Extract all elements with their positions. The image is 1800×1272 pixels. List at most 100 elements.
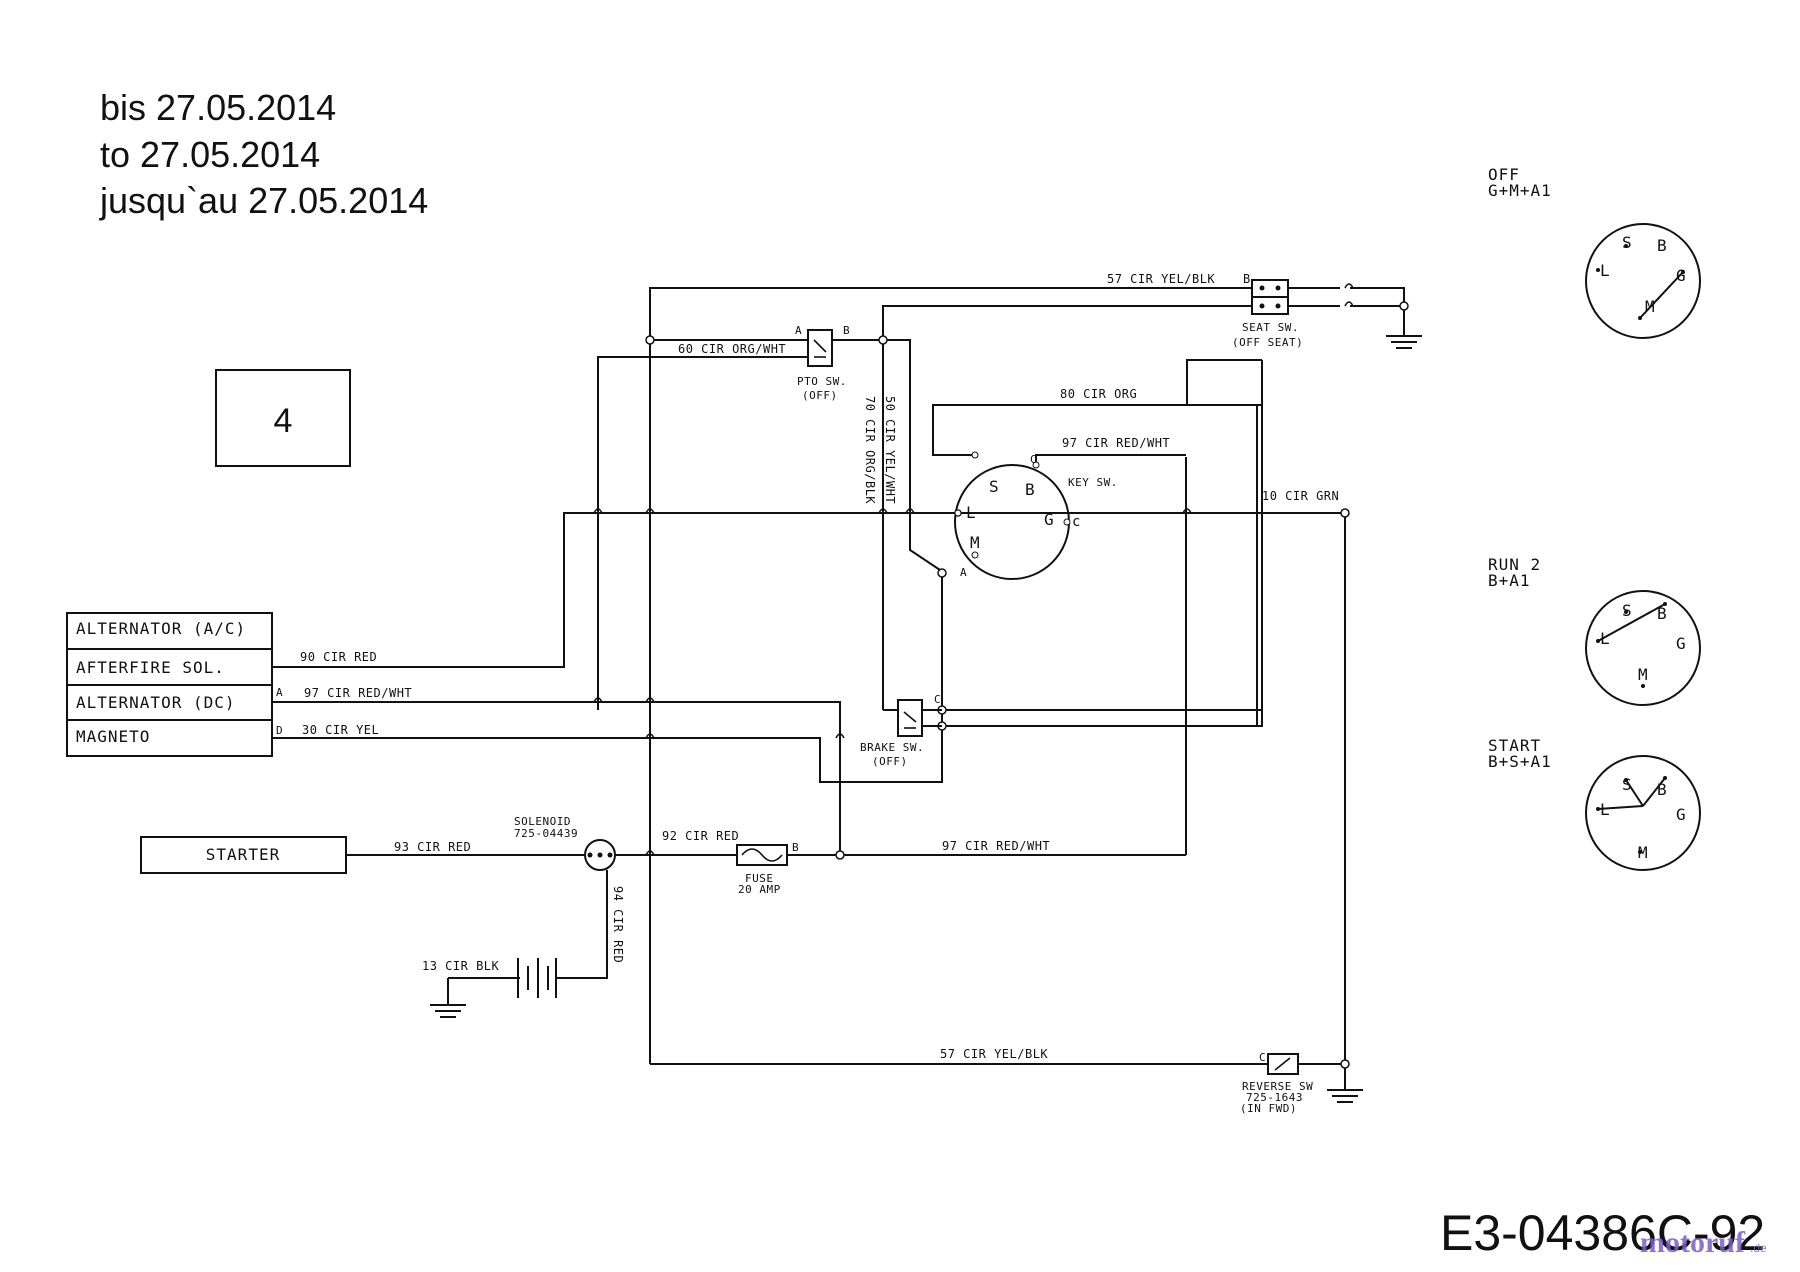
term-fuse-b: B xyxy=(792,841,799,854)
svg-text:B: B xyxy=(1657,604,1667,623)
key-position-run xyxy=(1585,590,1701,706)
fuse-symbol xyxy=(736,844,788,866)
key-term-s: S xyxy=(989,477,999,496)
key-pos-off-combo: G+M+A1 xyxy=(1488,181,1552,200)
wire-network xyxy=(272,287,1405,1090)
drawing-code: E3-04386C-92 xyxy=(1440,1205,1765,1261)
key-position-off xyxy=(1585,223,1701,339)
svg-text:M: M xyxy=(1638,843,1648,862)
wire-30-label: 30 CIR YEL xyxy=(302,723,379,737)
key-position-start xyxy=(1585,755,1701,871)
alternator-ac-label: ALTERNATOR (A/C) xyxy=(76,619,246,638)
key-circle-letters-run: S B L G M xyxy=(1600,601,1686,684)
reference-box xyxy=(215,369,351,467)
wire-92-label: 92 CIR RED xyxy=(662,829,739,843)
svg-text:S: S xyxy=(1622,233,1632,252)
term-mag-d: D xyxy=(276,724,283,737)
svg-text:S: S xyxy=(1622,601,1632,620)
ground-symbols xyxy=(430,335,1422,1103)
svg-text:S: S xyxy=(1622,775,1632,794)
wire-97-bottom-label: 97 CIR RED/WHT xyxy=(942,839,1050,853)
solenoid-symbol xyxy=(584,839,616,871)
key-term-m: M xyxy=(970,533,980,552)
key-pos-run-combo: B+A1 xyxy=(1488,571,1531,590)
reverse-switch-label-2: 725-1643 xyxy=(1246,1091,1303,1104)
svg-text:motoruf: motoruf xyxy=(1640,1226,1746,1259)
reverse-switch-label-3: (IN FWD) xyxy=(1240,1102,1297,1115)
term-alt-a: A xyxy=(276,686,283,699)
date-line-fr: jusqu`au 27.05.2014 xyxy=(99,180,428,221)
wire-57-bottom-label: 57 CIR YEL/BLK xyxy=(940,1047,1048,1061)
key-pos-start-combo: B+S+A1 xyxy=(1488,752,1552,771)
svg-text:L: L xyxy=(1600,629,1610,648)
wire-97-alt-label: 97 CIR RED/WHT xyxy=(304,686,412,700)
magneto-label: MAGNETO xyxy=(76,727,150,746)
key-term-l: L xyxy=(966,503,976,522)
date-line-en: to 27.05.2014 xyxy=(100,134,320,175)
term-key-c-upper: C xyxy=(1030,453,1037,466)
watermark-logo: motoruf .de xyxy=(1640,1226,1767,1259)
svg-text:B: B xyxy=(1657,780,1667,799)
svg-text:L: L xyxy=(1600,800,1610,819)
key-pos-run-name: RUN 2 xyxy=(1488,555,1541,574)
wire-80-label: 80 CIR ORG xyxy=(1060,387,1137,401)
starter-label: STARTER xyxy=(206,845,280,864)
reverse-switch-label-1: REVERSE SW xyxy=(1242,1080,1313,1093)
key-term-g: G xyxy=(1044,510,1054,529)
term-seat-b: B xyxy=(1243,272,1251,286)
key-switch xyxy=(954,451,1071,580)
term-reverse-c: C xyxy=(1259,1051,1266,1064)
svg-text:G: G xyxy=(1676,634,1686,653)
pto-switch-label-1: PTO SW. xyxy=(797,375,847,388)
key-term-a: A xyxy=(960,566,967,579)
wire-93-label: 93 CIR RED xyxy=(394,840,471,854)
wire-94-label: 94 CIR RED xyxy=(611,886,625,963)
term-pto-a: A xyxy=(795,324,802,337)
wire-57-top-label: 57 CIR YEL/BLK xyxy=(1107,272,1215,286)
wire-60-label: 60 CIR ORG/WHT xyxy=(678,342,786,356)
key-term-c-lower: c xyxy=(1072,514,1080,530)
date-line-de: bis 27.05.2014 xyxy=(100,87,336,128)
seat-switch xyxy=(1251,279,1289,315)
svg-text:M: M xyxy=(1638,665,1648,684)
key-pos-start-name: START xyxy=(1488,736,1541,755)
wire-crossovers xyxy=(593,283,1354,856)
alternator-dc-label: ALTERNATOR (DC) xyxy=(76,693,236,712)
key-term-b: B xyxy=(1025,480,1035,499)
key-circle-letters-off: S B L G M xyxy=(1600,233,1686,316)
wire-13-label: 13 CIR BLK xyxy=(422,959,500,973)
wire-70-label: 70 CIR ORG/BLK xyxy=(863,396,877,504)
svg-text:G: G xyxy=(1676,266,1686,285)
wire-90-label: 90 CIR RED xyxy=(300,650,377,664)
solenoid-label-2: 725-04439 xyxy=(514,827,578,840)
solenoid-label-1: SOLENOID xyxy=(514,815,571,828)
afterfire-sol-label: AFTERFIRE SOL. xyxy=(76,658,225,677)
wire-10-label: 10 CIR GRN xyxy=(1262,489,1339,503)
brake-switch-label-2: (OFF) xyxy=(872,755,908,768)
component-block: ALTERNATOR (A/C) AFTERFIRE SOL. ALTERNAT… xyxy=(66,612,273,757)
battery-symbol xyxy=(517,958,557,998)
seat-switch-label-2: (OFF SEAT) xyxy=(1232,336,1303,349)
svg-text:.de: .de xyxy=(1750,1241,1767,1255)
svg-text:G: G xyxy=(1676,805,1686,824)
pto-switch-label-2: (OFF) xyxy=(802,389,838,402)
brake-switch xyxy=(897,699,942,737)
wire-97-key-label: 97 CIR RED/WHT xyxy=(1062,436,1170,450)
svg-text:B: B xyxy=(1657,236,1667,255)
reverse-switch xyxy=(1267,1053,1299,1075)
fuse-label-2: 20 AMP xyxy=(738,883,781,896)
svg-text:L: L xyxy=(1600,261,1610,280)
term-brake-c: C xyxy=(934,693,941,706)
fuse-label-1: FUSE xyxy=(745,872,774,885)
term-pto-b: B xyxy=(843,324,850,337)
svg-text:M: M xyxy=(1645,297,1655,316)
key-switch-label: KEY SW. xyxy=(1068,476,1118,489)
reference-number: 4 xyxy=(274,402,293,440)
junction-dots xyxy=(645,301,1409,1069)
key-circle-letters-start: S B L G M xyxy=(1600,775,1686,862)
pto-switch xyxy=(807,329,833,367)
seat-switch-label-1: SEAT SW. xyxy=(1242,321,1299,334)
wire-50-label: 50 CIR YEL/WHT xyxy=(883,396,897,504)
brake-switch-label-1: BRAKE SW. xyxy=(860,741,924,754)
